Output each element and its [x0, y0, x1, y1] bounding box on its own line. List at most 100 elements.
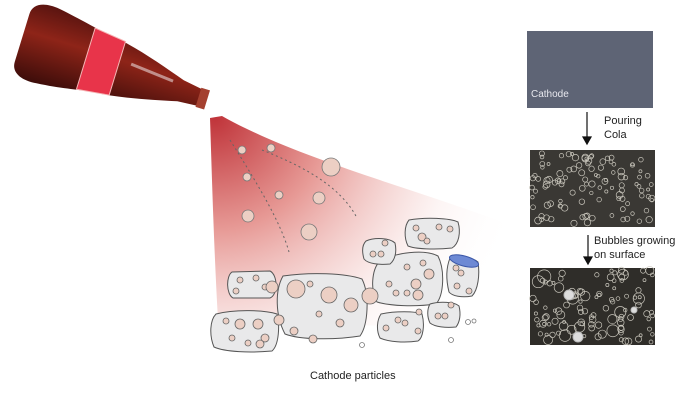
bubble [542, 322, 547, 327]
bubble [558, 269, 566, 277]
bubble [540, 165, 545, 170]
bubble [551, 317, 559, 325]
bubble [618, 324, 625, 331]
bubble [619, 195, 626, 202]
cathode-photo-label: Cathode [531, 89, 569, 100]
bubble [558, 198, 563, 204]
blue-rim [448, 254, 480, 268]
arrow-down-icon [581, 112, 594, 266]
bubble-texture-1 [529, 150, 656, 227]
bubble [612, 286, 617, 291]
bubble [599, 158, 607, 165]
bubble [558, 321, 569, 331]
bubble [533, 311, 538, 316]
bubble [563, 301, 570, 309]
bubble [538, 150, 545, 157]
bubble [618, 266, 625, 274]
bubble [611, 162, 617, 167]
bubble [640, 267, 646, 274]
bubble [637, 174, 642, 180]
bubble [559, 178, 566, 185]
bubble [543, 305, 548, 310]
bubble [617, 325, 625, 334]
bubble [606, 324, 620, 338]
bubble [638, 333, 643, 338]
bubble [604, 189, 609, 194]
bubble [609, 185, 615, 190]
bubble [605, 283, 610, 287]
bubble [534, 317, 540, 323]
bubble [594, 272, 600, 278]
step1-label-line1: Pouring [604, 115, 642, 127]
bubble [647, 326, 652, 332]
bubble [581, 153, 590, 162]
bubble [619, 278, 625, 283]
bubble [629, 162, 635, 168]
bubble [579, 185, 586, 192]
bubble [616, 196, 622, 202]
bubble [630, 211, 635, 216]
bubble [583, 218, 592, 227]
bubble [594, 321, 603, 329]
bubble [554, 307, 563, 315]
bubble [546, 322, 552, 327]
bubble [597, 185, 603, 190]
bubble [533, 299, 539, 305]
bubble [624, 215, 631, 222]
bubble [549, 331, 556, 338]
bubble [529, 184, 535, 191]
bubble [553, 282, 565, 293]
bubble [646, 316, 651, 322]
large-bubbles [563, 289, 638, 343]
bubble [620, 216, 626, 223]
bubble [580, 291, 591, 302]
step1-label-line2: Cola [604, 129, 627, 141]
bubble [570, 219, 578, 227]
bubble [624, 337, 633, 346]
bubble [623, 307, 628, 313]
step2-label-line1: Bubbles growing [594, 235, 676, 247]
cola-bottle-icon [14, 4, 210, 110]
bubble [639, 193, 645, 199]
bubble [556, 330, 562, 336]
bubble [649, 197, 655, 203]
bubble [637, 295, 642, 300]
bubble [611, 278, 617, 283]
bubble [643, 310, 651, 318]
bubble [636, 218, 642, 224]
bubble [650, 332, 655, 337]
loose-bubbles [359, 318, 477, 348]
flying-bubbles [237, 143, 341, 241]
bubble [621, 337, 630, 345]
bubble [619, 187, 625, 194]
bubble [644, 172, 651, 179]
bubble [642, 278, 647, 282]
bubble [543, 176, 551, 184]
bubble [589, 214, 596, 222]
bubble [611, 170, 616, 175]
bubble [645, 193, 651, 199]
bubble [624, 293, 629, 299]
bubble [588, 321, 595, 328]
bubble [604, 155, 611, 161]
bubble [615, 296, 621, 301]
bubble [543, 335, 553, 345]
bubble [606, 273, 615, 282]
bubble [545, 175, 553, 184]
bubble [552, 308, 557, 313]
bubble [529, 175, 536, 182]
bubble [577, 309, 584, 315]
bubble [609, 213, 615, 218]
bubble [617, 172, 626, 181]
bubble [617, 167, 625, 176]
bubble [556, 170, 564, 178]
bubble [566, 324, 577, 335]
bubble [635, 301, 642, 309]
bubble [542, 180, 551, 189]
bubble [576, 304, 584, 312]
bubble [542, 184, 548, 190]
bubble [638, 169, 643, 174]
bubble [543, 214, 550, 221]
bubble [578, 169, 586, 177]
bubble [535, 176, 542, 182]
